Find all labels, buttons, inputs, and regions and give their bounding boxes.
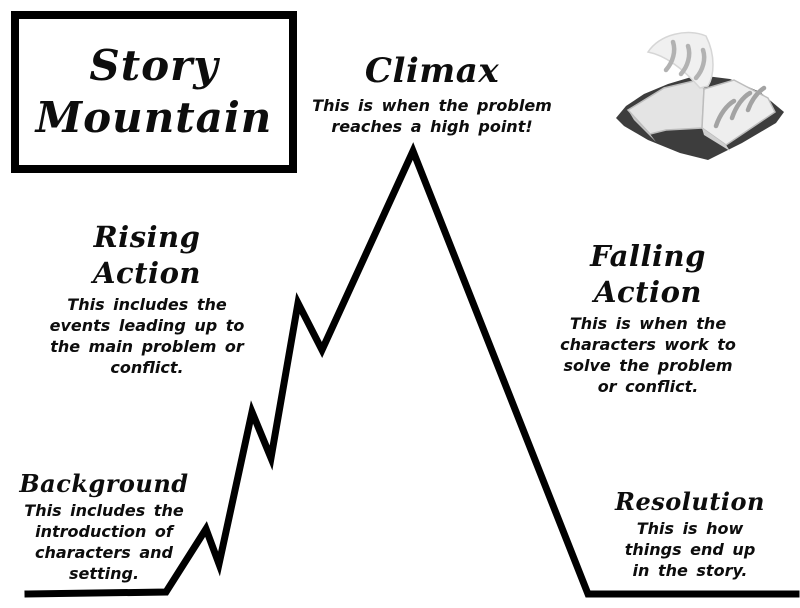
title-box: Story Mountain: [11, 11, 297, 173]
rising-action-text-line: conflict.: [110, 357, 184, 377]
background-text-line: introduction of: [35, 521, 173, 541]
climax-heading: Climax: [364, 51, 500, 91]
page-title-line1: Story: [89, 40, 219, 90]
section-resolution: Resolution This is how things end up in …: [615, 487, 765, 581]
climax-text-line: reaches a high point!: [331, 117, 533, 137]
section-rising-action: Rising Action This includes the events l…: [50, 221, 245, 378]
background-text-line: characters and: [35, 542, 173, 562]
rising-action-text-line: the main problem or: [50, 336, 244, 356]
falling-action-text-line: solve the problem: [563, 355, 733, 375]
resolution-text-line: in the story.: [632, 560, 748, 580]
background-heading: Background: [19, 469, 189, 498]
falling-action-text-line: This is when the: [569, 313, 727, 333]
climax-text-line: This is when the problem: [312, 96, 552, 116]
rising-action-text-line: events leading up to: [49, 315, 245, 335]
mountain-outline: [24, 142, 800, 598]
page-title-line2: Mountain: [35, 93, 273, 142]
open-book-icon: [616, 31, 784, 160]
falling-action-text-line: characters work to: [560, 334, 736, 354]
falling-action-text-line: or conflict.: [597, 376, 699, 396]
resolution-text-line: things end up: [624, 539, 756, 559]
section-falling-action: Falling Action This is when the characte…: [560, 240, 736, 397]
resolution-heading: Resolution: [615, 487, 765, 516]
background-text-line: This includes the: [24, 500, 184, 520]
rising-action-heading-line2: Action: [93, 256, 201, 291]
falling-action-heading-line1: Falling: [590, 239, 706, 273]
background-text-line: setting.: [68, 563, 140, 583]
falling-action-heading-line2: Action: [594, 275, 702, 310]
rising-action-heading-line1: Rising: [93, 220, 201, 254]
rising-action-text-line: This includes the: [67, 294, 227, 314]
section-climax: Climax This is when the problem reaches …: [312, 52, 552, 137]
resolution-text-line: This is how: [636, 518, 744, 538]
section-background: Background This includes the introductio…: [19, 469, 189, 584]
